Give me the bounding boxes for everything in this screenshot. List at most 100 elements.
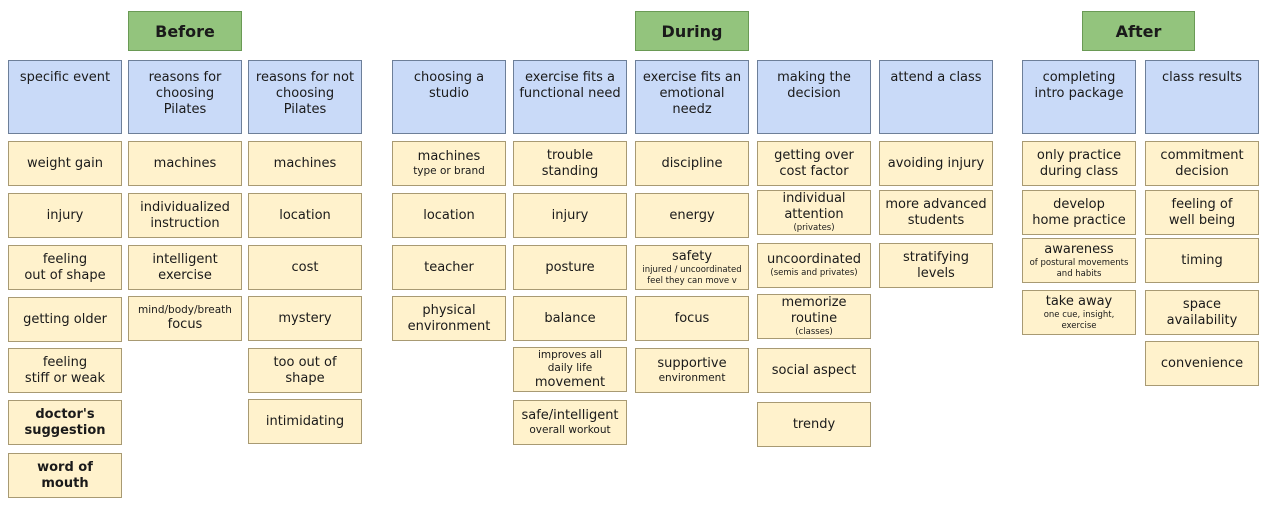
note-subtext: (privates)	[793, 223, 835, 233]
sticky-note: injury	[8, 193, 122, 238]
sticky-note: balance	[513, 296, 627, 341]
note-text: location	[279, 207, 331, 223]
note-text: doctor's suggestion	[24, 406, 106, 438]
sticky-note: feeling of well being	[1145, 190, 1259, 235]
sticky-note: feeling out of shape	[8, 245, 122, 290]
column-header: reasons for choosing Pilates	[128, 60, 242, 134]
column-header: exercise fits an emotional needz	[635, 60, 749, 134]
sticky-note: only practice during class	[1022, 141, 1136, 186]
note-text: word of mouth	[37, 459, 93, 491]
sticky-note: timing	[1145, 238, 1259, 283]
note-text: supportive	[657, 356, 727, 371]
note-text: machines	[153, 155, 217, 171]
note-text: awareness	[1044, 241, 1114, 257]
sticky-note: avoiding injury	[879, 141, 993, 186]
phase-after: After	[1082, 11, 1195, 51]
sticky-note: commitment decision	[1145, 141, 1259, 186]
note-text: getting older	[23, 311, 107, 327]
note-subtext: environment	[658, 372, 726, 384]
note-text: convenience	[1160, 355, 1244, 371]
column-header: making the decision	[757, 60, 871, 134]
note-text: mystery	[278, 310, 332, 326]
sticky-note: injury	[513, 193, 627, 238]
sticky-note: machines	[128, 141, 242, 186]
column-header: reasons for not choosing Pilates	[248, 60, 362, 134]
note-text: energy	[669, 207, 715, 223]
column-header: attend a class	[879, 60, 993, 134]
sticky-note: trendy	[757, 402, 871, 447]
note-text: feeling stiff or weak	[24, 354, 106, 386]
note-text: timing	[1181, 252, 1223, 268]
sticky-note: getting older	[8, 297, 122, 342]
note-text: avoiding injury	[887, 155, 985, 171]
note-text: trendy	[792, 416, 836, 432]
note-text: discipline	[661, 155, 723, 171]
note-text: safety	[671, 248, 713, 264]
note-text: focus	[674, 310, 710, 326]
sticky-note: trouble standing	[513, 141, 627, 186]
sticky-note: more advanced students	[879, 190, 993, 235]
note-text: focus	[167, 317, 203, 332]
note-text: only practice during class	[1036, 147, 1122, 179]
note-text: memorize routine	[781, 295, 847, 326]
note-text: intimidating	[265, 413, 345, 429]
sticky-note: doctor's suggestion	[8, 400, 122, 445]
sticky-note: stratifying levels	[879, 243, 993, 288]
sticky-note: getting over cost factor	[757, 141, 871, 186]
column-header: class results	[1145, 60, 1259, 134]
note-text: individualized instruction	[140, 199, 230, 231]
sticky-note: intelligent exercise	[128, 245, 242, 290]
sticky-note: convenience	[1145, 341, 1259, 386]
sticky-note: cost	[248, 245, 362, 290]
sticky-note: mystery	[248, 296, 362, 341]
sticky-note: individual attention(privates)	[757, 190, 871, 235]
note-text: feeling of well being	[1168, 196, 1236, 228]
sticky-note: uncoordinated(semis and privates)	[757, 243, 871, 288]
sticky-note: social aspect	[757, 348, 871, 393]
note-text: physical environment	[407, 302, 491, 334]
note-text: commitment decision	[1160, 147, 1244, 179]
note-text: individual attention	[782, 191, 846, 222]
note-text: feeling out of shape	[24, 251, 106, 283]
column-header: specific event	[8, 60, 122, 134]
note-subtext: type or brand	[413, 165, 485, 177]
sticky-note: focus	[635, 296, 749, 341]
column-header: exercise fits a functional need	[513, 60, 627, 134]
note-text: too out of shape	[273, 354, 337, 386]
note-subtext: one cue, insight, exercise	[1043, 309, 1115, 331]
sticky-note: space availability	[1145, 290, 1259, 335]
note-text: injury	[46, 207, 84, 223]
note-text: stratifying levels	[902, 249, 970, 281]
column-header: choosing a studio	[392, 60, 506, 134]
note-prefix: mind/body/breath	[138, 304, 232, 316]
sticky-note: intimidating	[248, 399, 362, 444]
note-text: movement	[534, 374, 606, 390]
sticky-note: physical environment	[392, 296, 506, 341]
note-subtext: (classes)	[795, 327, 833, 337]
note-text: uncoordinated	[766, 252, 862, 267]
sticky-note: word of mouth	[8, 453, 122, 498]
sticky-note: teacher	[392, 245, 506, 290]
sticky-note: posture	[513, 245, 627, 290]
note-subtext: injured / uncoordinated feel they can mo…	[642, 264, 742, 286]
sticky-note: feeling stiff or weak	[8, 348, 122, 393]
note-text: injury	[551, 207, 589, 223]
sticky-note: too out of shape	[248, 348, 362, 393]
note-text: balance	[544, 310, 596, 326]
note-text: social aspect	[771, 362, 857, 378]
column-header: completing intro package	[1022, 60, 1136, 134]
sticky-note: individualized instruction	[128, 193, 242, 238]
note-subtext: of postural movements and habits	[1029, 257, 1129, 279]
note-subtext: overall workout	[529, 424, 611, 436]
sticky-note: location	[248, 193, 362, 238]
note-text: intelligent exercise	[152, 251, 218, 283]
sticky-note: energy	[635, 193, 749, 238]
sticky-note: machines	[248, 141, 362, 186]
note-text: posture	[545, 259, 595, 275]
note-text: location	[423, 207, 475, 223]
